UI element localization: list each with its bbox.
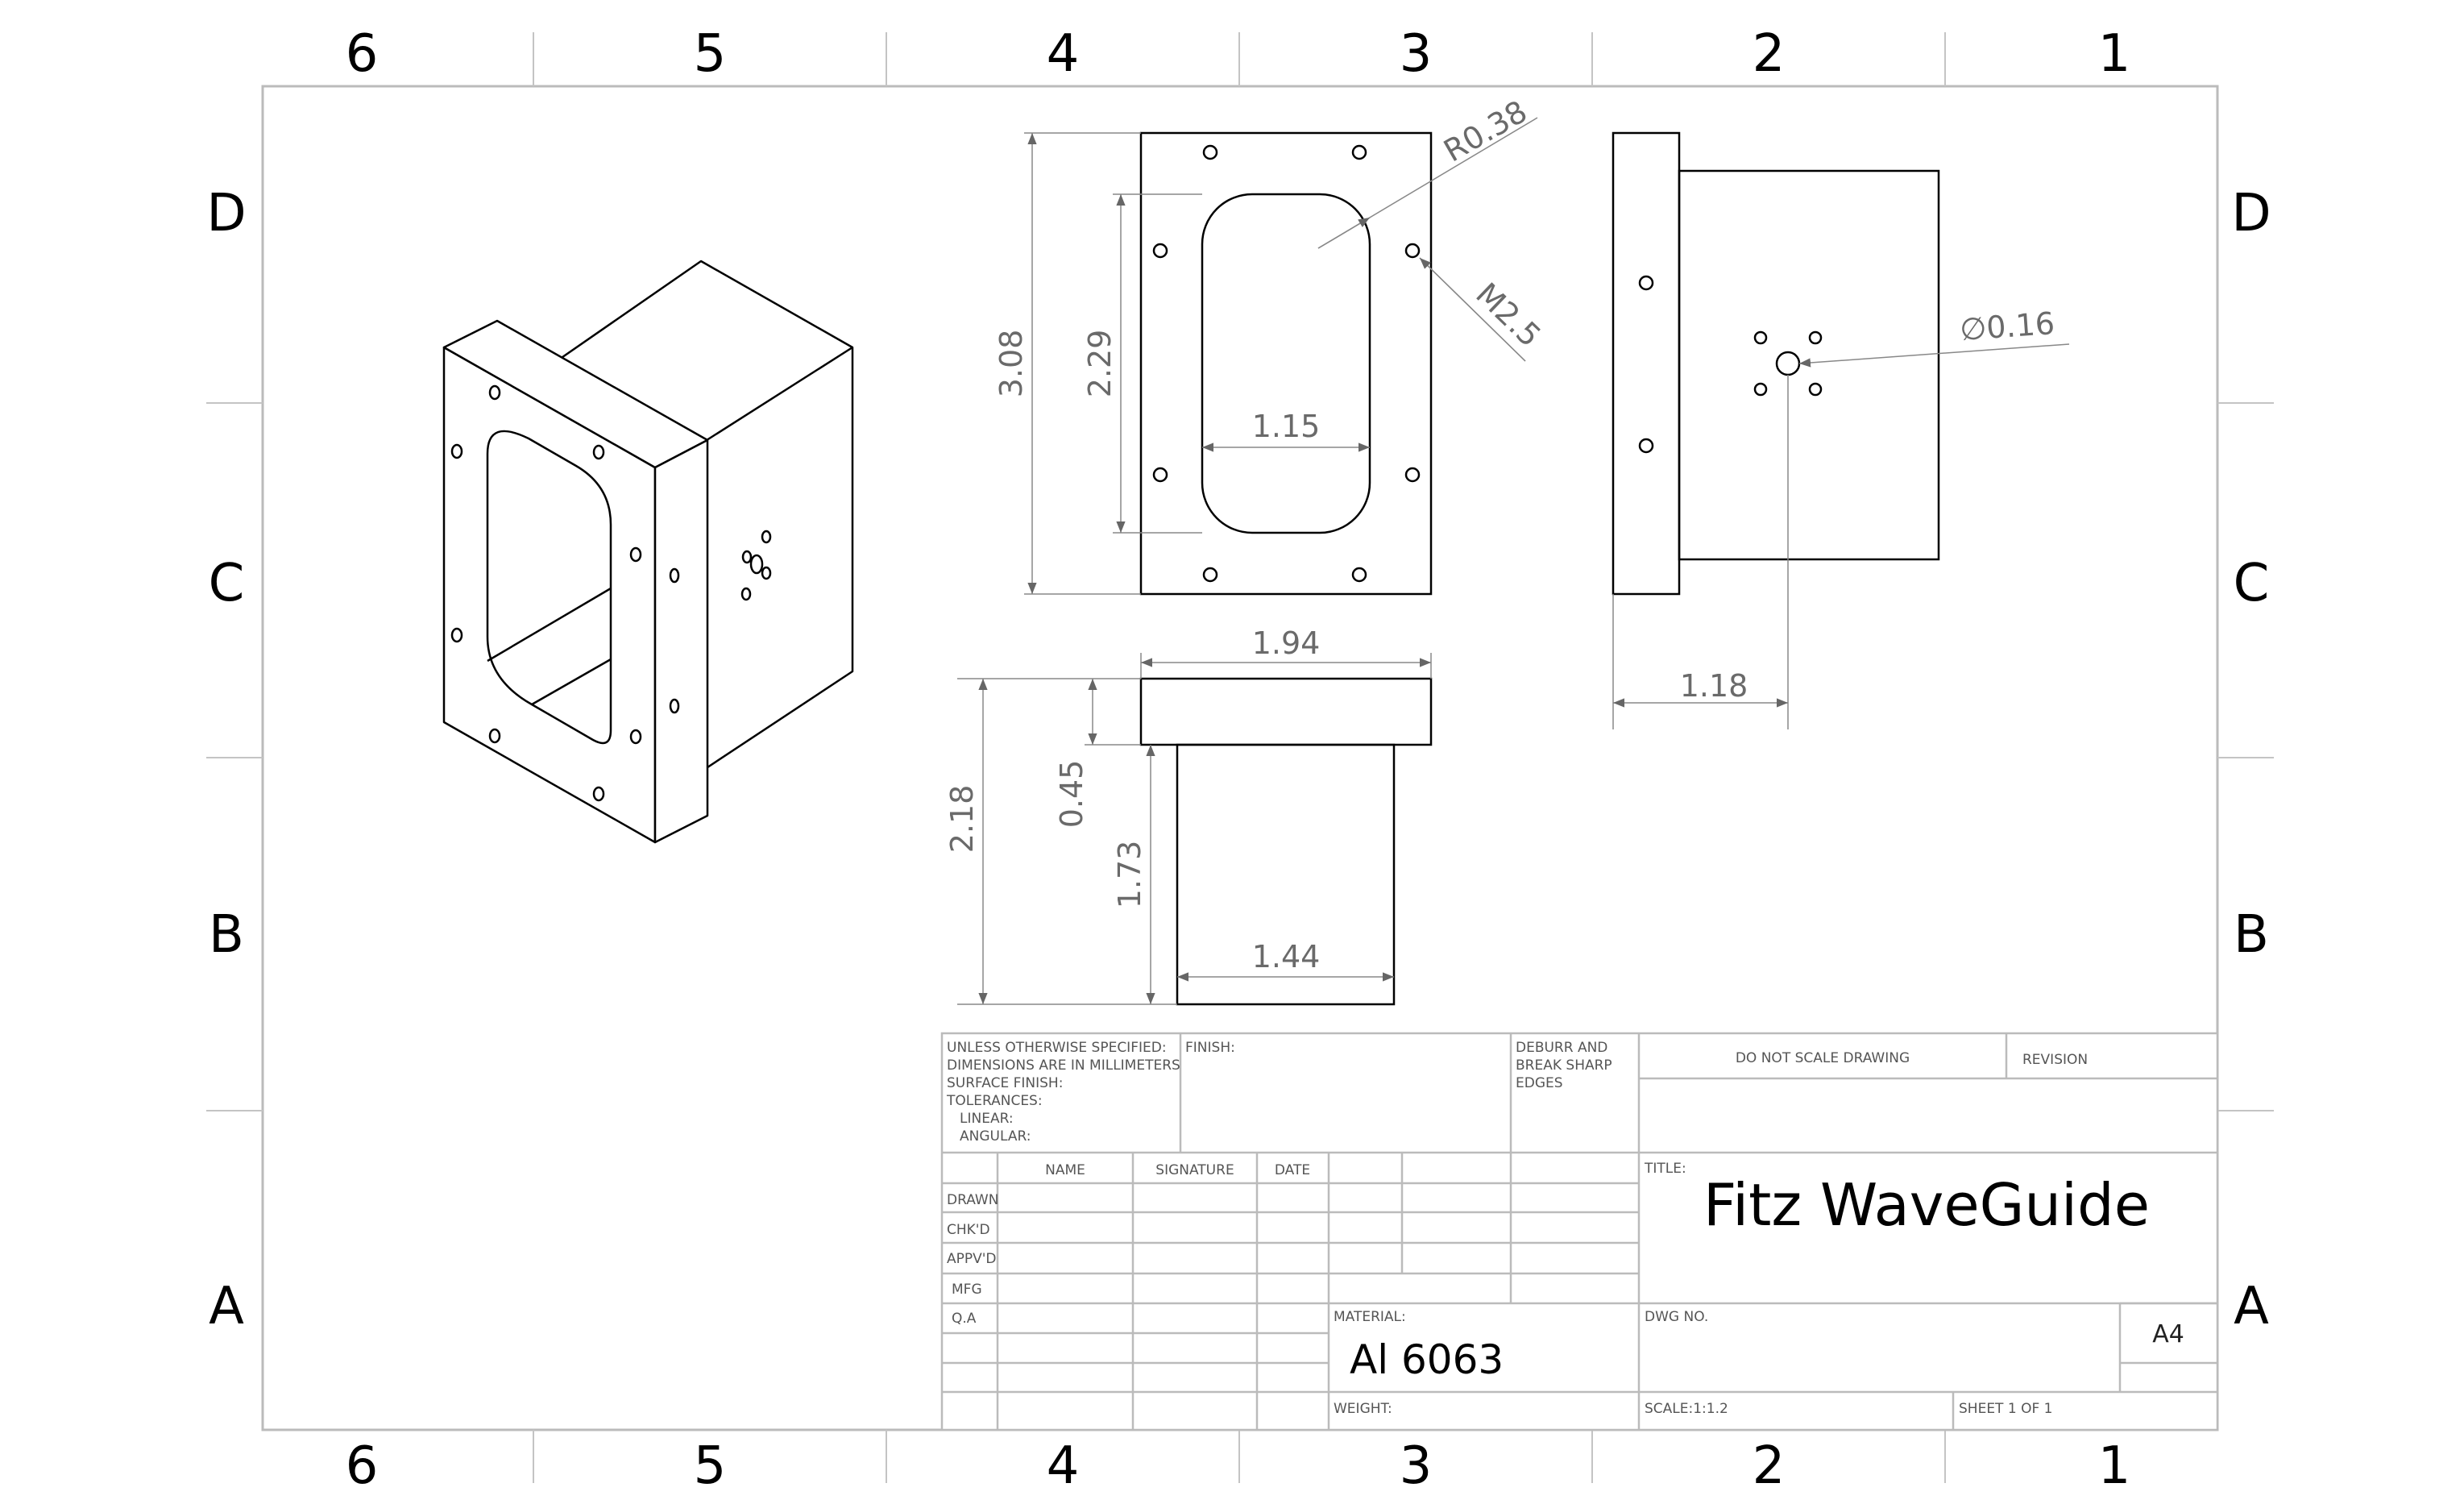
tb-note-1: UNLESS OTHERWISE SPECIFIED: xyxy=(947,1040,1167,1056)
tb-dwg-no-label: DWG NO. xyxy=(1645,1309,1708,1325)
zone-col-6-top: 6 xyxy=(346,24,379,84)
side-view-dimensions xyxy=(1612,343,2070,729)
zone-ticks xyxy=(206,32,2274,1483)
tb-row-approved: APPV'D xyxy=(947,1251,997,1267)
dim-body-length: 1.73 xyxy=(1112,841,1147,909)
tb-row-drawn: DRAWN xyxy=(947,1192,998,1208)
zone-col-5-top: 5 xyxy=(694,24,727,84)
zone-col-1-top: 1 xyxy=(2098,24,2131,84)
tb-note-2: DIMENSIONS ARE IN MILLIMETERS xyxy=(947,1057,1180,1074)
tb-note-6: ANGULAR: xyxy=(960,1128,1031,1145)
dim-side-offset: 1.18 xyxy=(1680,668,1748,704)
tb-sheet: SHEET 1 OF 1 xyxy=(1959,1401,2052,1417)
tb-note-3: SURFACE FINISH: xyxy=(947,1075,1063,1091)
dim-flange-thickness: 0.45 xyxy=(1054,760,1089,829)
zone-col-5-bottom: 5 xyxy=(694,1436,727,1496)
zone-row-D-right: D xyxy=(2231,184,2271,243)
zone-row-A-left: A xyxy=(209,1277,244,1336)
zone-row-B-left: B xyxy=(209,905,244,965)
front-view xyxy=(1139,131,1433,596)
tb-row-checked: CHK'D xyxy=(947,1222,990,1238)
tb-title-label: TITLE: xyxy=(1644,1161,1686,1177)
tb-revision-label: REVISION xyxy=(2022,1052,2088,1068)
tb-size: A4 xyxy=(2152,1320,2184,1348)
tb-scale: SCALE:1:1.2 xyxy=(1645,1401,1728,1417)
top-view-dimension-labels: 1.94 2.18 0.45 1.73 1.44 xyxy=(944,625,1320,974)
tb-note-4: TOLERANCES: xyxy=(946,1093,1043,1109)
tb-note-5: LINEAR: xyxy=(960,1111,1014,1127)
zone-col-6-bottom: 6 xyxy=(346,1436,379,1496)
front-view-dimensions xyxy=(1024,117,1538,595)
tb-do-not-scale: DO NOT SCALE DRAWING xyxy=(1736,1050,1910,1066)
zone-row-C-right: C xyxy=(2234,554,2270,613)
tb-col-signature: SIGNATURE xyxy=(1155,1162,1234,1178)
side-view-dimension-labels: 1.18 ∅0.16 xyxy=(1680,305,2056,704)
tb-material-label: MATERIAL: xyxy=(1334,1309,1406,1325)
front-view-dimension-labels: 3.08 2.29 1.15 R0.38 M2.5 xyxy=(993,93,1548,444)
tb-title: Fitz WaveGuide xyxy=(1703,1171,2150,1239)
tb-deburr-3: EDGES xyxy=(1516,1075,1563,1091)
zone-col-3-bottom: 3 xyxy=(1400,1436,1433,1496)
dim-body-width: 1.44 xyxy=(1252,939,1321,974)
dim-top-height-overall: 2.18 xyxy=(944,785,980,854)
top-view xyxy=(1139,677,1433,1006)
tb-row-mfg: MFG xyxy=(952,1282,982,1298)
tb-deburr-2: BREAK SHARP xyxy=(1516,1057,1612,1074)
zone-labels: 6 5 4 3 2 1 6 5 4 3 2 1 D C B A D C B A xyxy=(206,24,2271,1496)
zone-row-C-left: C xyxy=(209,554,245,613)
dim-front-slot-width: 1.15 xyxy=(1252,409,1321,444)
title-block xyxy=(940,1032,2219,1431)
title-block-text: UNLESS OTHERWISE SPECIFIED: DIMENSIONS A… xyxy=(946,1040,2184,1417)
tb-col-date: DATE xyxy=(1275,1162,1310,1178)
zone-row-D-left: D xyxy=(206,184,246,243)
zone-col-1-bottom: 1 xyxy=(2098,1436,2131,1496)
zone-col-4-bottom: 4 xyxy=(1047,1436,1080,1496)
dim-front-height-inner: 2.29 xyxy=(1082,330,1118,398)
side-view xyxy=(1612,131,1940,596)
zone-row-B-right: B xyxy=(2234,905,2269,965)
tb-weight-label: WEIGHT: xyxy=(1334,1401,1392,1417)
dim-thread: M2.5 xyxy=(1469,276,1548,353)
zone-col-4-top: 4 xyxy=(1047,24,1080,84)
tb-row-qa: Q.A xyxy=(952,1311,977,1327)
tb-material: Al 6063 xyxy=(1350,1336,1504,1383)
dim-hole-diameter: ∅0.16 xyxy=(1959,305,2056,347)
tb-finish-label: FINISH: xyxy=(1185,1040,1235,1056)
tb-deburr-1: DEBURR AND xyxy=(1516,1040,1607,1056)
zone-col-2-bottom: 2 xyxy=(1753,1436,1786,1496)
dim-front-height-overall: 3.08 xyxy=(993,330,1029,398)
dim-top-width: 1.94 xyxy=(1252,625,1321,661)
dim-corner-radius: R0.38 xyxy=(1437,93,1533,169)
zone-col-3-top: 3 xyxy=(1400,24,1433,84)
tb-col-name: NAME xyxy=(1045,1162,1085,1178)
zone-col-2-top: 2 xyxy=(1753,24,1786,84)
isometric-view xyxy=(442,260,854,844)
zone-row-A-right: A xyxy=(2234,1277,2269,1336)
top-view-dimensions xyxy=(957,653,1432,1005)
